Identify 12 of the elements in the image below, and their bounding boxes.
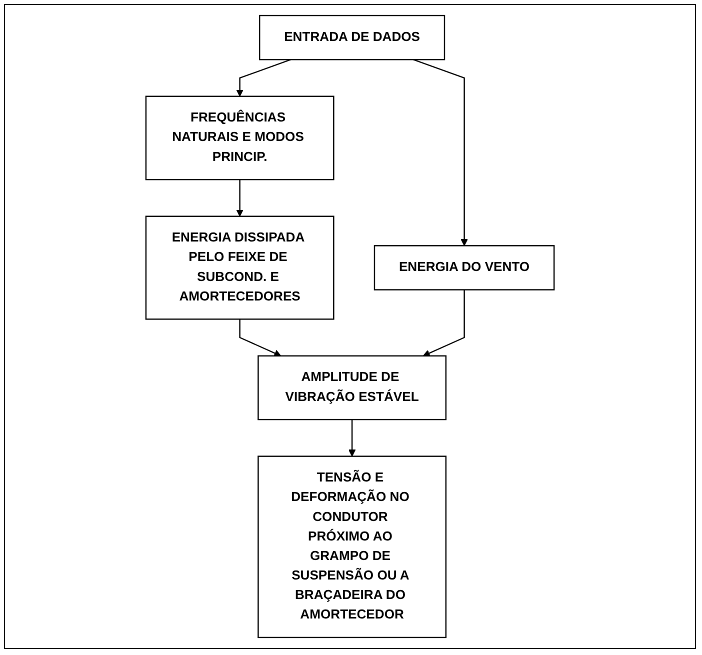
arrow [239,319,282,357]
node-box: FREQUÊNCIAS NATURAIS E MODOS PRINCIP. [145,96,334,180]
node-box: TENSÃO E DEFORMAÇÃO NO CONDUTOR PRÓXIMO AO GRAMPO DE SUSPENSÃO OU A BRAÇADEIRA DO AMORTECEDOR [258,456,446,638]
arrow [413,59,468,246]
node-box: ENERGIA DO VENTO [374,245,555,290]
arrow [236,59,292,97]
node-box: ENTRADA DE DADOS [258,14,446,60]
arrow [422,290,465,357]
node-box: AMPLITUDE DE VIBRAÇÃO ESTÁVEL [258,355,446,420]
arrow [236,180,244,217]
node-box: ENERGIA DISSIPADA PELO FEIXE DE SUBCOND. E AMORTECEDORES [145,216,334,320]
arrow [348,420,356,457]
